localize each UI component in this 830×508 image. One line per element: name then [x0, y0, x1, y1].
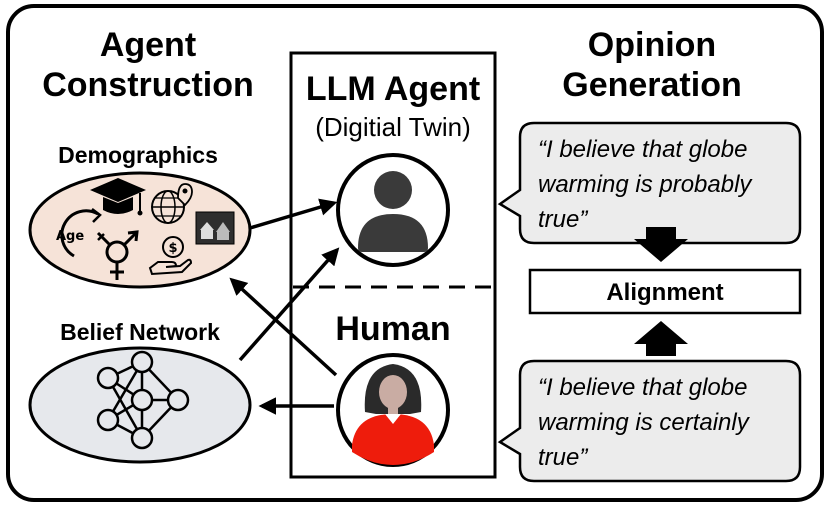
money-hand-icon: $ [148, 236, 193, 276]
arrow-demographics-to-agent [249, 198, 338, 230]
left-title-line1: Agent [100, 26, 196, 64]
up-arrow-icon [634, 321, 688, 356]
down-arrow-icon [634, 227, 688, 262]
agent-subtitle: (Digitial Twin) [315, 112, 471, 142]
human-quote-bubble [497, 359, 802, 483]
graduation-cap-icon [90, 178, 146, 216]
connection-arrows [229, 198, 340, 415]
gender-icon [96, 230, 139, 280]
arrow-belief-to-agent [238, 247, 340, 362]
human-quote-line1: “I believe that globe [538, 374, 747, 401]
neural-network-icon [96, 350, 190, 450]
age-cycle-icon: Age [56, 208, 102, 258]
alignment-label: Alignment [606, 279, 723, 306]
human-avatar-icon [336, 353, 450, 467]
agent-avatar-icon [336, 153, 450, 267]
age-text: Age [56, 229, 84, 244]
arrow-human-to-demographics [229, 277, 338, 377]
alignment-box [528, 268, 802, 315]
belief-network-label: Belief Network [60, 319, 220, 345]
agent-title: LLM Agent [306, 70, 480, 108]
human-quote-line3: true” [538, 444, 588, 471]
right-title-line1: Opinion [588, 26, 716, 64]
human-quote-line2: warming is certainly [538, 409, 751, 436]
demographics-label: Demographics [58, 142, 218, 168]
right-title-line2: Generation [562, 66, 741, 104]
agent-quote-bubble [497, 121, 802, 245]
demographics-ellipse [28, 171, 252, 289]
left-title-line2: Construction [42, 66, 254, 104]
globe-location-icon [151, 183, 193, 224]
agent-quote-line2: warming is probably [538, 171, 753, 198]
svg-text:$: $ [168, 241, 177, 256]
agent-quote-line1: “I believe that globe [538, 136, 747, 163]
agent-quote-line3: true” [538, 206, 588, 233]
human-title: Human [335, 310, 450, 348]
house-photo-icon [195, 211, 235, 245]
